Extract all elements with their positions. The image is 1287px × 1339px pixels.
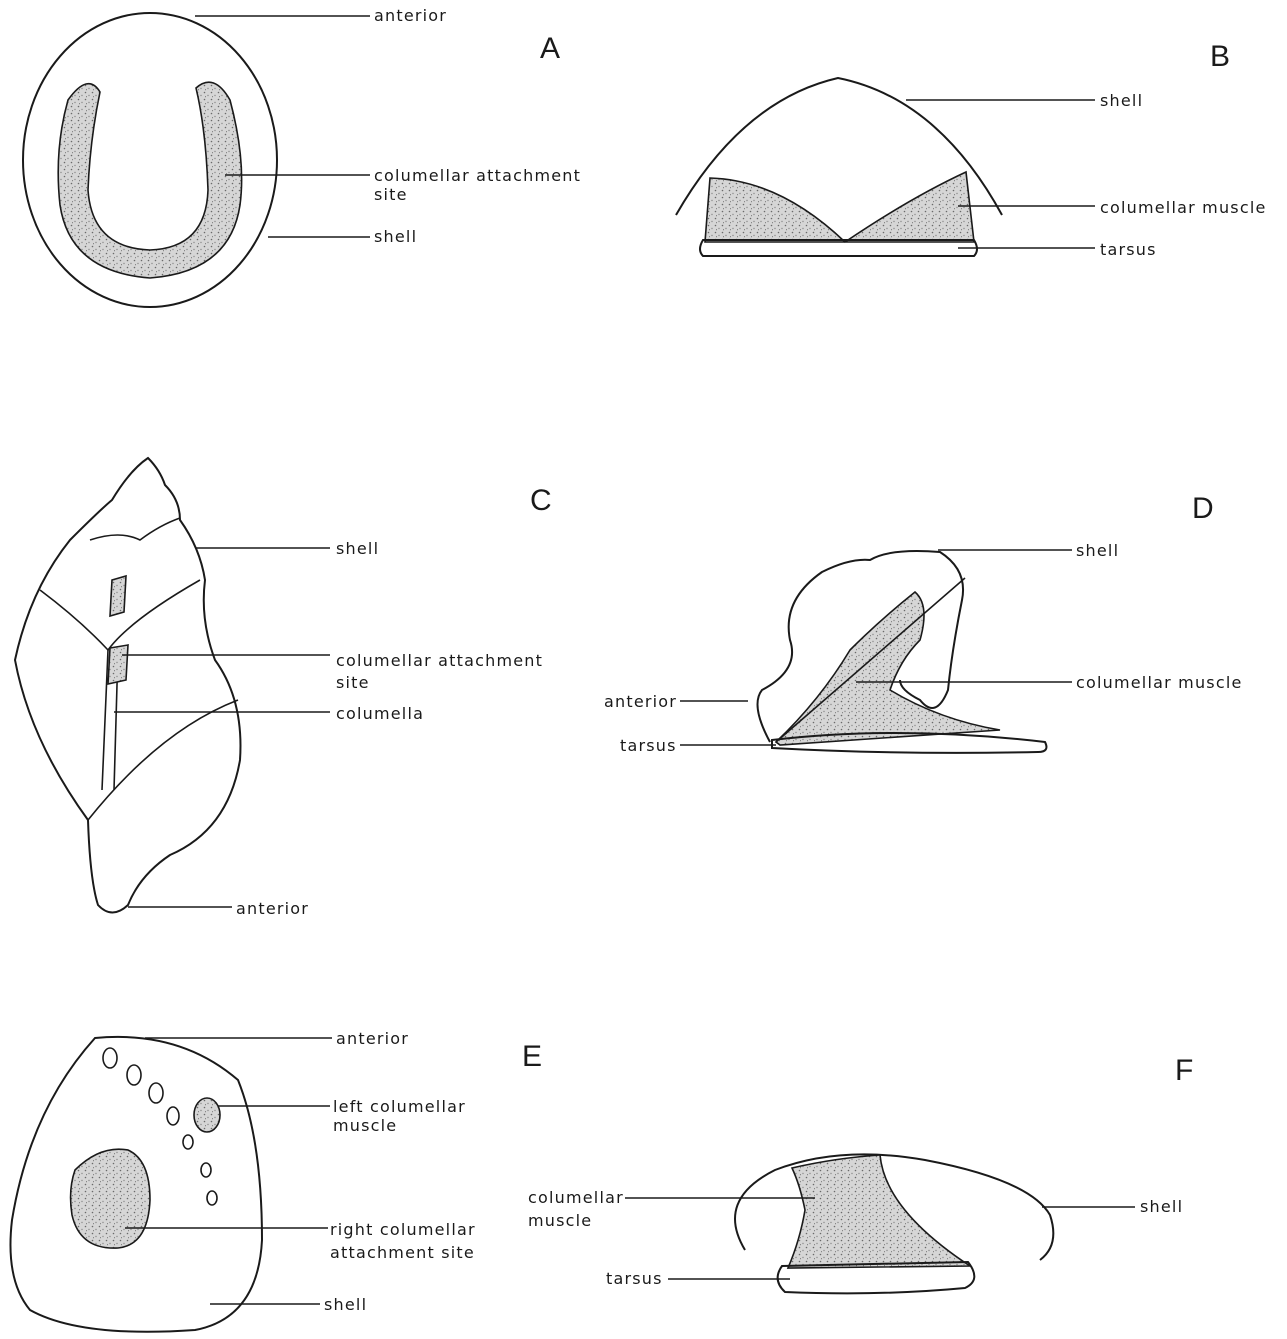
label-anterior-e: anterior bbox=[336, 1029, 409, 1048]
label-attachment-a-2: site bbox=[374, 185, 408, 204]
panel-letter-a: A bbox=[540, 32, 560, 65]
label-tarsus-b: tarsus bbox=[1100, 240, 1157, 259]
panel-b: B shell columellar muscle tarsus bbox=[676, 40, 1267, 259]
label-shell-e: shell bbox=[324, 1295, 367, 1314]
label-muscle-d: columellar muscle bbox=[1076, 673, 1243, 692]
label-muscle-b: columellar muscle bbox=[1100, 198, 1267, 217]
label-left-muscle-e-2: muscle bbox=[333, 1116, 397, 1135]
label-right-attachment-e-2: attachment site bbox=[330, 1243, 475, 1262]
label-columella-c: columella bbox=[336, 704, 424, 723]
columellar-attachment-site-c-lower bbox=[108, 645, 128, 684]
label-attachment-a-1: columellar attachment bbox=[374, 166, 581, 185]
label-shell-c: shell bbox=[336, 539, 379, 558]
columellar-muscle-f bbox=[788, 1155, 970, 1268]
panel-a: A anterior columellar attachment site sh… bbox=[23, 6, 581, 307]
columellar-muscle-b bbox=[705, 172, 974, 242]
columellar-muscle-d bbox=[776, 592, 1000, 745]
panel-c: C shell columellar attachment site colum… bbox=[15, 458, 552, 918]
label-muscle-f-1: columellar bbox=[528, 1188, 624, 1207]
label-attachment-c-2: site bbox=[336, 673, 370, 692]
label-shell-d: shell bbox=[1076, 541, 1119, 560]
panel-letter-f: F bbox=[1175, 1054, 1193, 1087]
panel-d: D shell columellar muscle anterior tarsu… bbox=[604, 492, 1243, 755]
label-left-muscle-e-1: left columellar bbox=[333, 1097, 466, 1116]
columellar-attachment-site-c-upper bbox=[110, 576, 126, 616]
label-anterior-d: anterior bbox=[604, 692, 677, 711]
label-tarsus-d: tarsus bbox=[620, 736, 677, 755]
panel-letter-d: D bbox=[1192, 492, 1214, 525]
label-shell-f: shell bbox=[1140, 1197, 1183, 1216]
label-shell-b: shell bbox=[1100, 91, 1143, 110]
label-anterior-c: anterior bbox=[236, 899, 309, 918]
panel-f: F columellar muscle shell tarsus bbox=[528, 1054, 1193, 1293]
label-attachment-c-1: columellar attachment bbox=[336, 651, 543, 670]
label-muscle-f-2: muscle bbox=[528, 1211, 592, 1230]
label-right-attachment-e-1: right columellar bbox=[330, 1220, 476, 1239]
suture-line-3 bbox=[88, 700, 238, 820]
panel-letter-e: E bbox=[522, 1040, 542, 1073]
suture-line-1 bbox=[90, 518, 180, 540]
label-tarsus-f: tarsus bbox=[606, 1269, 663, 1288]
right-columellar-attachment-site bbox=[71, 1149, 150, 1248]
panel-letter-c: C bbox=[530, 484, 552, 517]
label-anterior-a: anterior bbox=[374, 6, 447, 25]
label-shell-a: shell bbox=[374, 227, 417, 246]
panel-letter-b: B bbox=[1210, 40, 1230, 73]
panel-e: E anterior left columellar muscle right … bbox=[10, 1029, 542, 1332]
shell-outline-c bbox=[15, 458, 240, 913]
left-columellar-muscle bbox=[194, 1098, 220, 1132]
columellar-attachment-site-a bbox=[58, 82, 241, 278]
